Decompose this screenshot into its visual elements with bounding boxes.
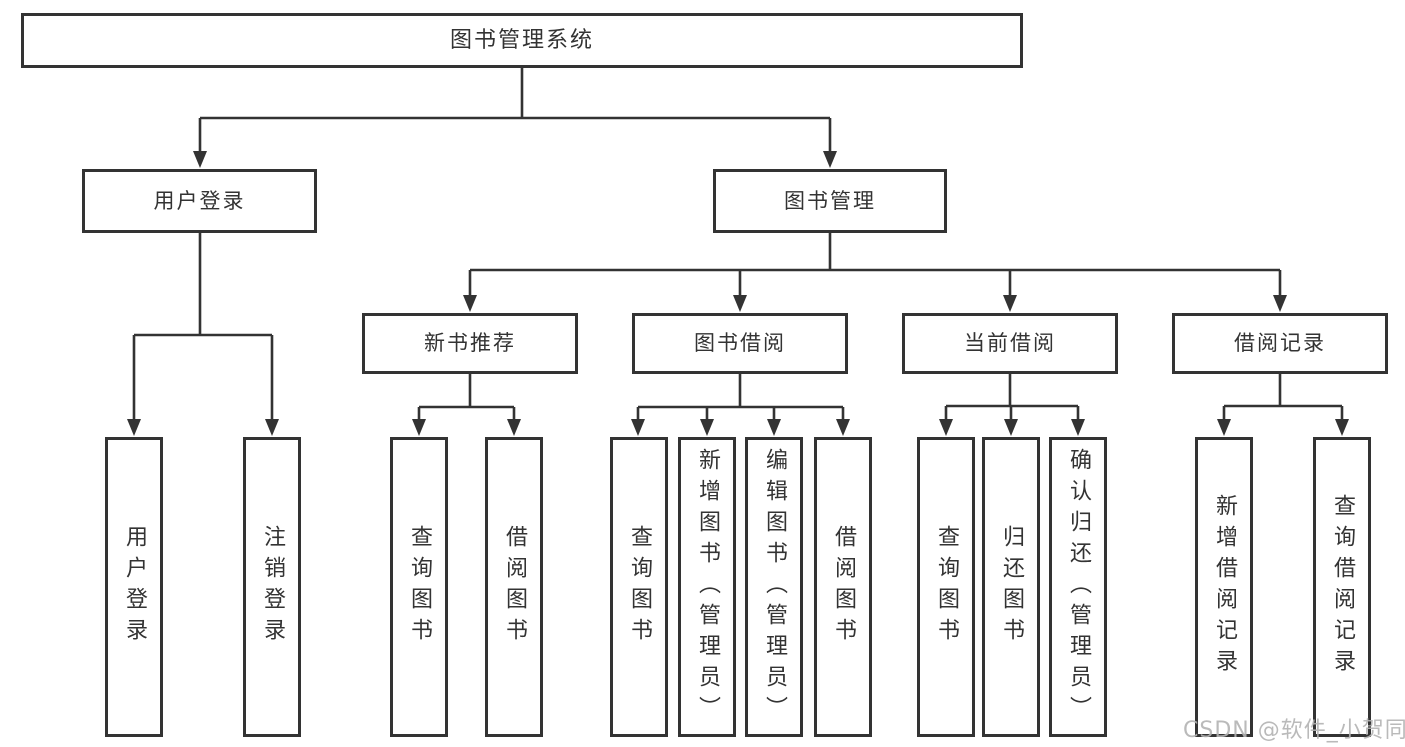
- leaf-add-books-admin: 新增图书（管理员）: [678, 437, 736, 737]
- leaf-return-books: 归还图书: [982, 437, 1040, 737]
- leaf-add-borrow-record: 新增借阅记录: [1195, 437, 1253, 737]
- node-book-borrowing: 图书借阅: [632, 313, 848, 374]
- leaf-query-books-recommend: 查询图书: [390, 437, 448, 737]
- leaf-query-books-borrowing: 查询图书: [610, 437, 668, 737]
- leaf-query-borrow-record: 查询借阅记录: [1313, 437, 1371, 737]
- node-borrowing-records: 借阅记录: [1172, 313, 1388, 374]
- leaf-user-login: 用户登录: [105, 437, 163, 737]
- leaf-borrow-books-recommend: 借阅图书: [485, 437, 543, 737]
- leaf-borrow-books-borrowing: 借阅图书: [814, 437, 872, 737]
- node-user-login: 用户登录: [82, 169, 317, 233]
- node-new-book-recommend: 新书推荐: [362, 313, 578, 374]
- leaf-confirm-return-admin: 确认归还（管理员）: [1049, 437, 1107, 737]
- csdn-watermark: CSDN @软件_小贺同学: [1183, 718, 1405, 743]
- node-current-borrowing: 当前借阅: [902, 313, 1118, 374]
- node-book-management: 图书管理: [713, 169, 947, 233]
- leaf-query-books-current: 查询图书: [917, 437, 975, 737]
- leaf-edit-books-admin: 编辑图书（管理员）: [745, 437, 803, 737]
- node-library-management-system: 图书管理系统: [21, 13, 1023, 68]
- leaf-logout: 注销登录: [243, 437, 301, 737]
